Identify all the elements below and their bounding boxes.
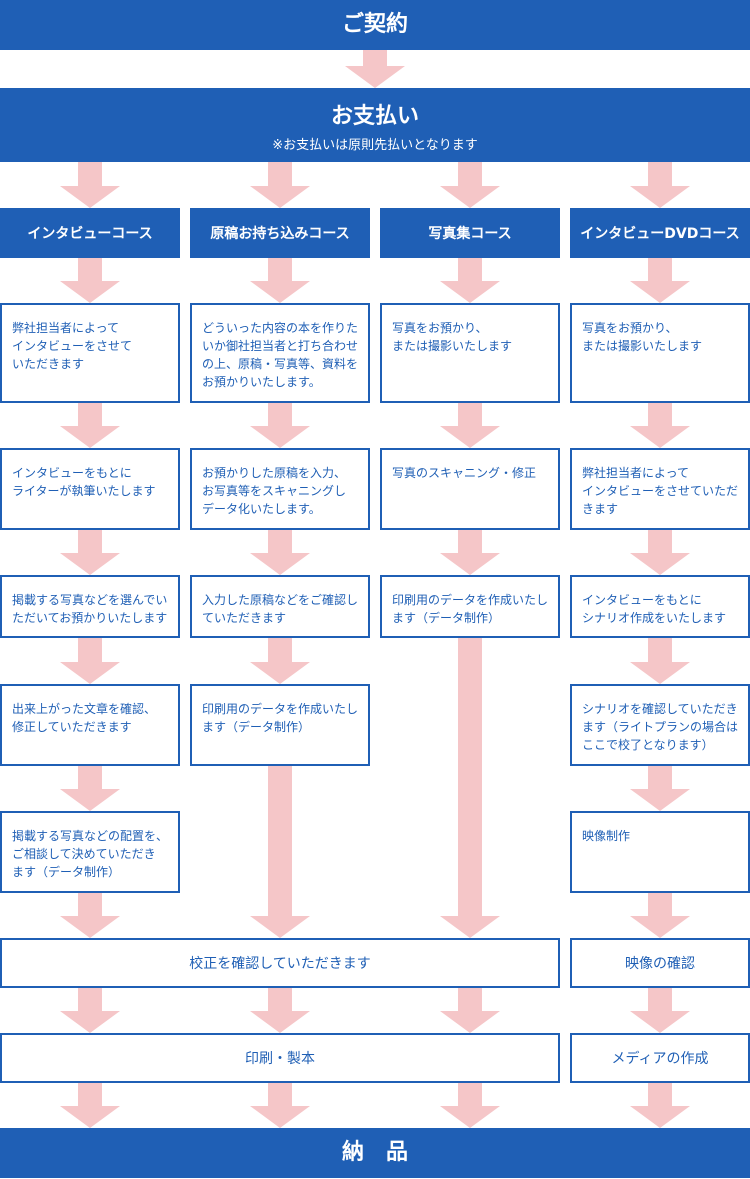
arrow-manuscript-to-proof [250,766,310,938]
manuscript-step-4: 印刷用のデータを作成いたし ます（データ制作） [190,684,370,766]
arrow-header-to-step1-3 [440,258,500,303]
payment-note: ※お支払いは原則先払いとなります [272,138,478,153]
manuscript-step-1: どういった内容の本を作りた いか御社担当者と打ち合わせ の上、原稿・写真等、資料… [190,303,370,403]
arrow-payment-to-header-1 [60,162,120,208]
arrow-payment-to-header-3 [440,162,500,208]
course-header-interview: インタビューコース [0,208,180,258]
photobook-step-1: 写真をお預かり、 または撮影いたします [380,303,560,403]
interview-step-2: インタビューをもとに ライターが執筆いたします [0,448,180,530]
proof-box: 校正を確認していただきます [0,938,560,988]
dvd-step-1: 写真をお預かり、 または撮影いたします [570,303,750,403]
payment-banner: お支払い ※お支払いは原則先払いとなります [0,88,750,162]
video-check-box: 映像の確認 [570,938,750,988]
dvd-step-3: インタビューをもとに シナリオ作成をいたします [570,575,750,638]
arrow-step3-to-step4-4 [630,638,690,684]
arrow-step4-to-step5-4 [630,766,690,811]
course-header-photobook: 写真集コース [380,208,560,258]
interview-step-4: 出来上がった文章を確認、 修正していただきます [0,684,180,766]
arrow-step1-to-step2-3 [440,403,500,448]
arrow-print-to-delivery-1 [60,1083,120,1128]
arrow-photobook-to-proof [440,638,500,938]
delivery-title: 納 品 [341,1140,408,1165]
payment-title: お支払い [330,104,419,129]
interview-step-1: 弊社担当者によって インタビューをさせて いただきます [0,303,180,403]
arrow-proof-to-print-1 [60,988,120,1033]
media-box: メディアの作成 [570,1033,750,1083]
arrow-step4-to-step5-1 [60,766,120,811]
arrow-proof-to-print-4 [630,988,690,1033]
arrow-header-to-step1-2 [250,258,310,303]
arrow-proof-to-print-2 [250,988,310,1033]
interview-step-5: 掲載する写真などの配置を、 ご相談して決めていただき ます（データ制作） [0,811,180,893]
contract-title: ご契約 [341,12,408,37]
dvd-step-2: 弊社担当者によって インタビューをさせていただ きます [570,448,750,530]
arrow-payment-to-header-4 [630,162,690,208]
course-header-manuscript: 原稿お持ち込みコース [190,208,370,258]
arrow-step5-to-videocheck-4 [630,893,690,938]
manuscript-step-3: 入力した原稿などをご確認し ていただきます [190,575,370,638]
arrow-step1-to-step2-2 [250,403,310,448]
print-box: 印刷・製本 [0,1033,560,1083]
photobook-step-2: 写真のスキャニング・修正 [380,448,560,530]
dvd-step-4: シナリオを確認していただき ます（ライトプランの場合は ここで校了となります） [570,684,750,766]
arrow-contract-to-payment [345,50,405,88]
arrow-print-to-delivery-3 [440,1083,500,1128]
arrow-payment-to-header-2 [250,162,310,208]
interview-step-3: 掲載する写真などを選んでい ただいてお預かりいたします [0,575,180,638]
arrow-step2-to-step3-1 [60,530,120,575]
arrow-header-to-step1-1 [60,258,120,303]
course-header-dvd: インタビューDVDコース [570,208,750,258]
arrow-step2-to-step3-4 [630,530,690,575]
arrow-step3-to-step4-2 [250,638,310,684]
arrow-step2-to-step3-2 [250,530,310,575]
arrow-step2-to-step3-3 [440,530,500,575]
manuscript-step-2: お預かりした原稿を入力、 お写真等をスキャニングし データ化いたします。 [190,448,370,530]
arrow-step3-to-step4-1 [60,638,120,684]
dvd-step-5: 映像制作 [570,811,750,893]
arrow-print-to-delivery-4 [630,1083,690,1128]
delivery-banner: 納 品 [0,1128,750,1178]
arrow-step5-to-proof-1 [60,893,120,938]
arrow-header-to-step1-4 [630,258,690,303]
arrow-step1-to-step2-1 [60,403,120,448]
contract-banner: ご契約 [0,0,750,50]
photobook-step-3: 印刷用のデータを作成いたし ます（データ制作） [380,575,560,638]
arrow-step1-to-step2-4 [630,403,690,448]
arrow-print-to-delivery-2 [250,1083,310,1128]
arrow-proof-to-print-3 [440,988,500,1033]
